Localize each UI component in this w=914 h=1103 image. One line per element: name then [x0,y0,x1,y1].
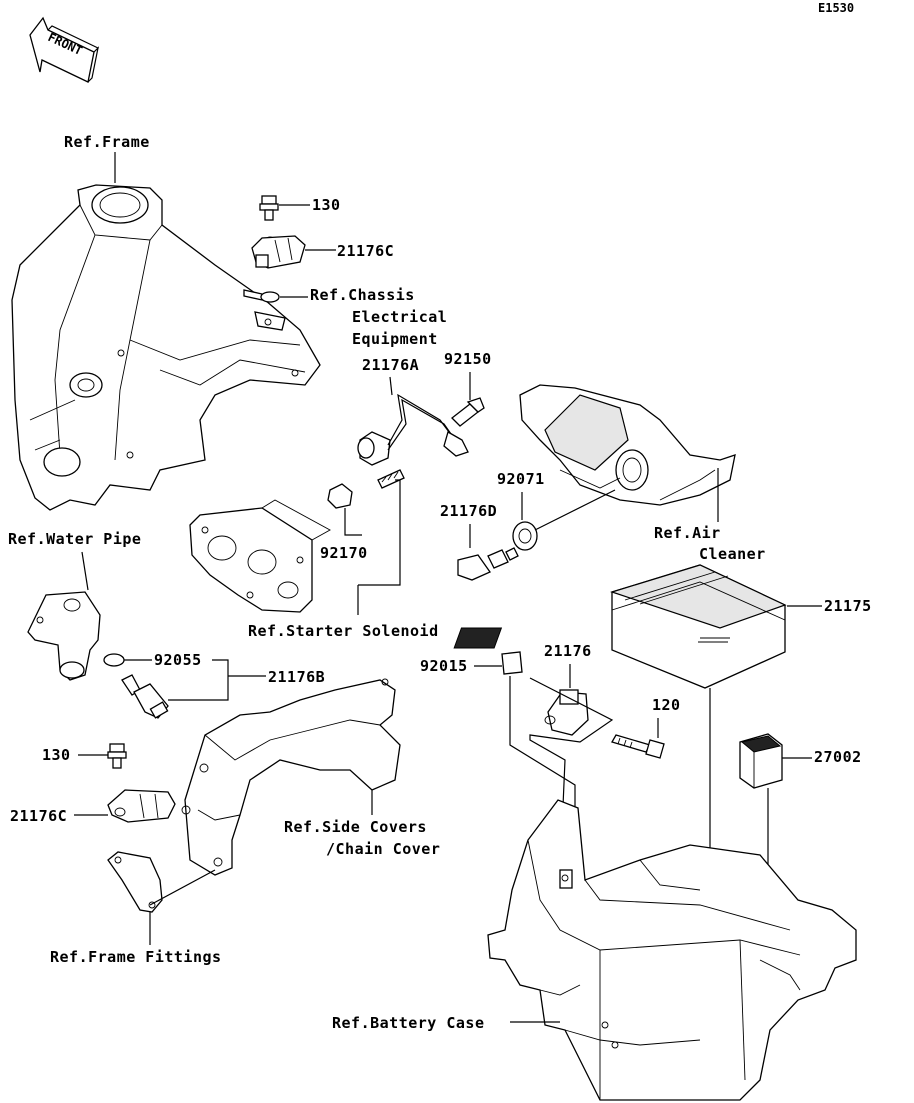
sensor-21176a [357,393,469,466]
label-120: 120 [652,696,681,714]
sensor-21176 [529,677,614,876]
bolt-92150 [451,397,485,427]
label-92015: 92015 [420,657,468,675]
label-21176d: 21176D [440,502,497,520]
sensor-21176d [457,547,519,581]
label-92170: 92170 [320,544,368,562]
ground-terminal [243,289,280,303]
label-92150: 92150 [444,350,492,368]
leader-21176a [389,376,393,396]
label-ref-chassis-3: Equipment [352,330,438,348]
clip-92015 [501,651,523,675]
frame-fitting-bracket [107,851,163,913]
label-ref-side-1: Ref.Side Covers [284,818,427,836]
leader-21176b [168,659,229,701]
bolt-130-bottom [107,743,127,769]
label-21176c-bottom: 21176C [10,807,67,825]
label-ref-water: Ref.Water Pipe [8,530,141,548]
label-ref-air-2: Cleaner [699,545,766,563]
bolt-120 [611,734,665,759]
label-ref-side-2: /Chain Cover [326,840,440,858]
battery-case [487,799,857,1101]
water-pipe [27,591,101,681]
label-27002: 27002 [814,748,862,766]
o-ring-92055 [103,653,125,667]
leader-92170 [344,508,362,536]
label-130-bottom: 130 [42,746,71,764]
sensor-21176b [121,674,169,719]
label-ref-frame-fittings: Ref.Frame Fittings [50,948,222,966]
label-21176c-top: 21176C [337,242,394,260]
diagram-code: E1530 [818,1,854,15]
side-cover-bracket [181,678,401,876]
front-arrow-icon: FRONT [29,16,100,83]
label-130-top: 130 [312,196,341,214]
label-92071: 92071 [497,470,545,488]
label-21176: 21176 [544,642,592,660]
clamp-92170 [327,469,405,509]
leader-92170-right [358,479,401,586]
label-ref-battery: Ref.Battery Case [332,1014,485,1032]
grommet-92071 [512,489,616,551]
label-ref-chassis-1: Ref.Chassis [310,286,415,304]
bolt-130-top [259,195,279,221]
label-21176a: 21176A [362,356,419,374]
line-21176-to-case [529,677,614,876]
label-21176b: 21176B [268,668,325,686]
leader-water [81,551,89,591]
starter-solenoid-cover [189,499,331,613]
line-fitting-to-bracket [149,869,216,906]
sensor-21176c-top [251,235,306,269]
line-grommet-to-air [534,489,616,531]
sensor-21176c-bottom [107,789,176,823]
label-ref-air-1: Ref.Air [654,524,721,542]
relay-27002 [739,733,783,789]
air-cleaner [519,384,736,506]
ecu-21175 [453,564,787,689]
frame-drawing [11,184,321,511]
label-ref-frame: Ref.Frame [64,133,150,151]
label-21175: 21175 [824,597,872,615]
label-ref-chassis-2: Electrical [352,308,447,326]
label-92055: 92055 [154,651,202,669]
label-ref-starter: Ref.Starter Solenoid [248,622,439,640]
